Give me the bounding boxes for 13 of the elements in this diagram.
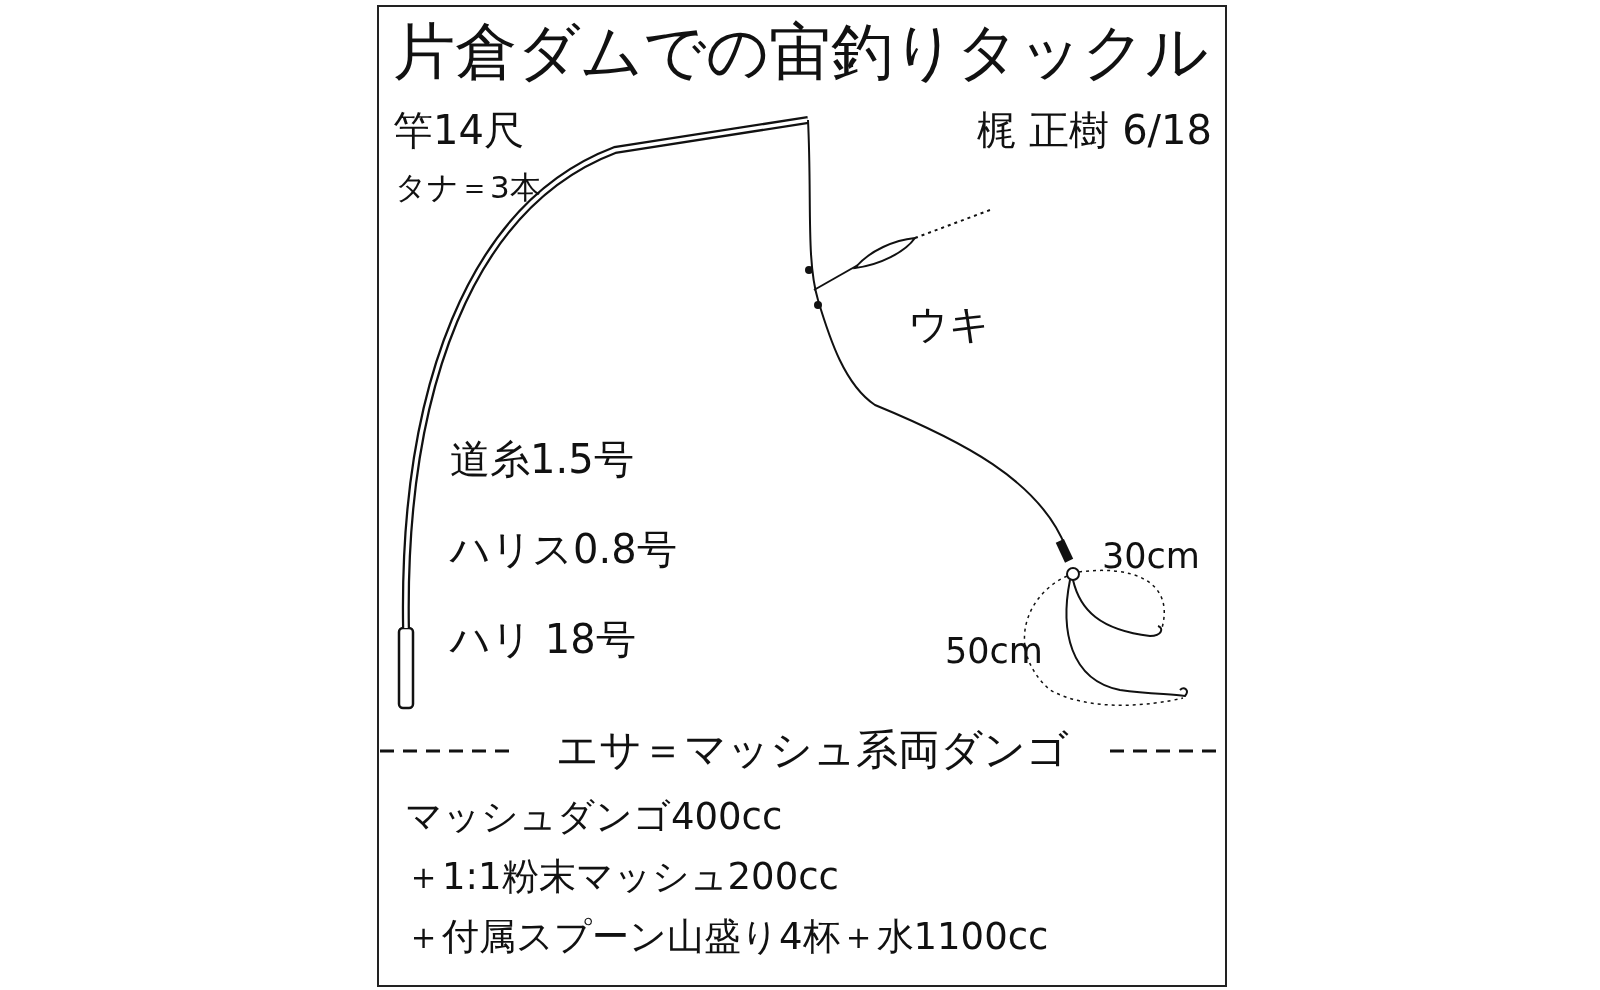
float-label: ウキ: [908, 302, 990, 346]
title: 片倉ダムでの宙釣りタックル: [391, 18, 1209, 87]
leader-label: ハリス0.8号: [450, 527, 677, 571]
author-date: 梶 正樹 6/18: [976, 108, 1212, 152]
line-label: 道糸1.5号: [450, 437, 634, 481]
bait-recipe: ＋1:1粉末マッシュ200cc: [405, 857, 839, 898]
bait-recipe: マッシュダンゴ400cc: [405, 797, 783, 838]
bait-recipe: ＋付属スプーン山盛り4杯＋水1100cc: [405, 917, 1049, 958]
depth-label: タナ＝3本: [395, 170, 541, 205]
rod-label: 竿14尺: [393, 108, 524, 152]
hook-label: ハリ 18号: [450, 617, 636, 661]
length-label: 30cm: [1102, 537, 1200, 576]
length-label: 50cm: [945, 632, 1043, 671]
